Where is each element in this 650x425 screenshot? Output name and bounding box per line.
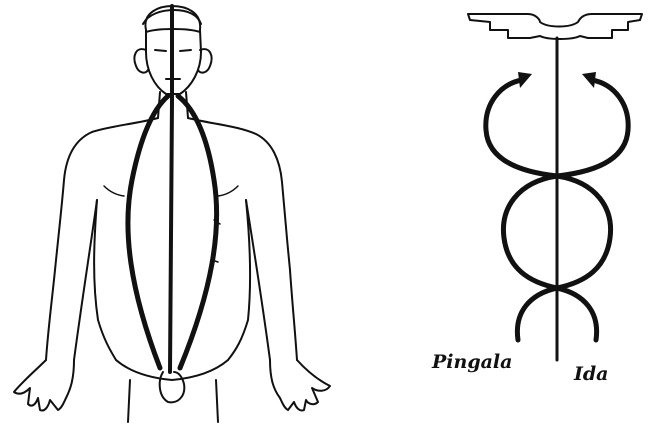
ida-label: Ida — [573, 363, 608, 385]
nadi-channels-body — [128, 6, 217, 372]
right-shoulder — [188, 118, 297, 360]
left-hand — [14, 360, 74, 411]
winged-cap — [468, 14, 642, 39]
left-shoulder — [46, 118, 158, 360]
ida-arrowhead — [582, 72, 596, 88]
chest-right — [218, 186, 238, 196]
pingala-arrowhead — [518, 72, 532, 88]
caduceus — [468, 14, 642, 360]
central-channel-line — [170, 6, 172, 372]
right-hand — [270, 360, 330, 411]
chest-left — [104, 186, 124, 196]
right-eye — [180, 50, 191, 51]
left-channel-loop — [128, 96, 168, 368]
legs-start — [128, 380, 218, 422]
left-eye — [155, 50, 166, 51]
pingala-label: Pingala — [431, 351, 512, 373]
right-torso-side — [228, 200, 250, 360]
left-torso-side — [94, 200, 116, 360]
right-channel-loop — [178, 96, 217, 368]
genitals — [160, 372, 185, 402]
